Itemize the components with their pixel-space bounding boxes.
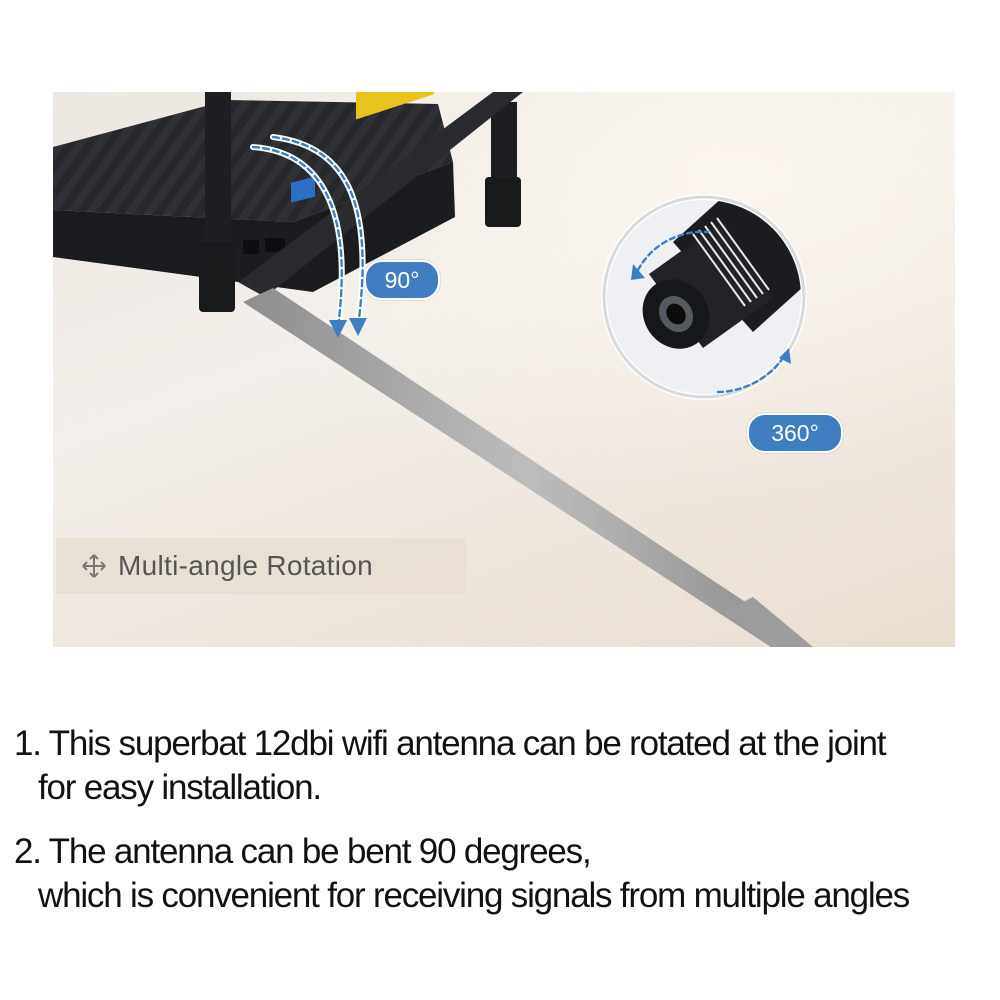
left-black-antenna [199,92,235,312]
feature-label: Multi-angle Rotation [56,538,466,594]
note-line: which is convenient for receiving signal… [38,876,910,915]
joint-zoom-circle [601,194,807,400]
feature-label-text: Multi-angle Rotation [118,550,374,581]
router-antenna-illustration [53,92,955,647]
note-line: 2. The antenna can be bent 90 degrees, [14,832,592,871]
note-item: 1. This superbat 12dbi wifi antenna can … [14,722,994,810]
bent-black-antenna [238,92,523,297]
note-item: 2. The antenna can be bent 90 degrees, w… [14,830,994,918]
right-black-antenna [485,102,521,227]
feature-notes: 1. This superbat 12dbi wifi antenna can … [14,722,994,938]
note-line: for easy installation. [38,768,322,807]
rotation-arrows-icon [80,552,108,580]
product-photo: 90° 360° Multi-angle Rotation [53,92,955,647]
rotate-angle-badge: 360° [747,413,843,453]
bend-angle-badge: 90° [364,260,440,300]
rotate-arrows [636,230,787,394]
gray-antenna [243,288,813,647]
note-line: 1. This superbat 12dbi wifi antenna can … [14,724,887,763]
